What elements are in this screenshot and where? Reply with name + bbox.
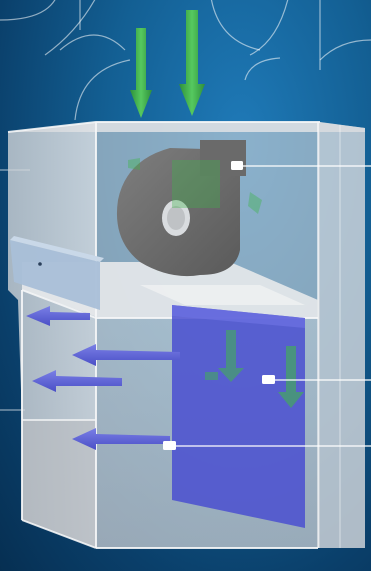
square-marker-icon bbox=[163, 441, 176, 450]
arrow-down-icon bbox=[179, 10, 205, 116]
square-marker-icon bbox=[262, 375, 275, 384]
square-marker-icon bbox=[231, 161, 243, 170]
intake-arrows bbox=[130, 10, 205, 118]
filter-panel bbox=[172, 305, 305, 528]
cabinet-right-side bbox=[318, 122, 365, 548]
arrow-down-icon bbox=[130, 28, 152, 118]
